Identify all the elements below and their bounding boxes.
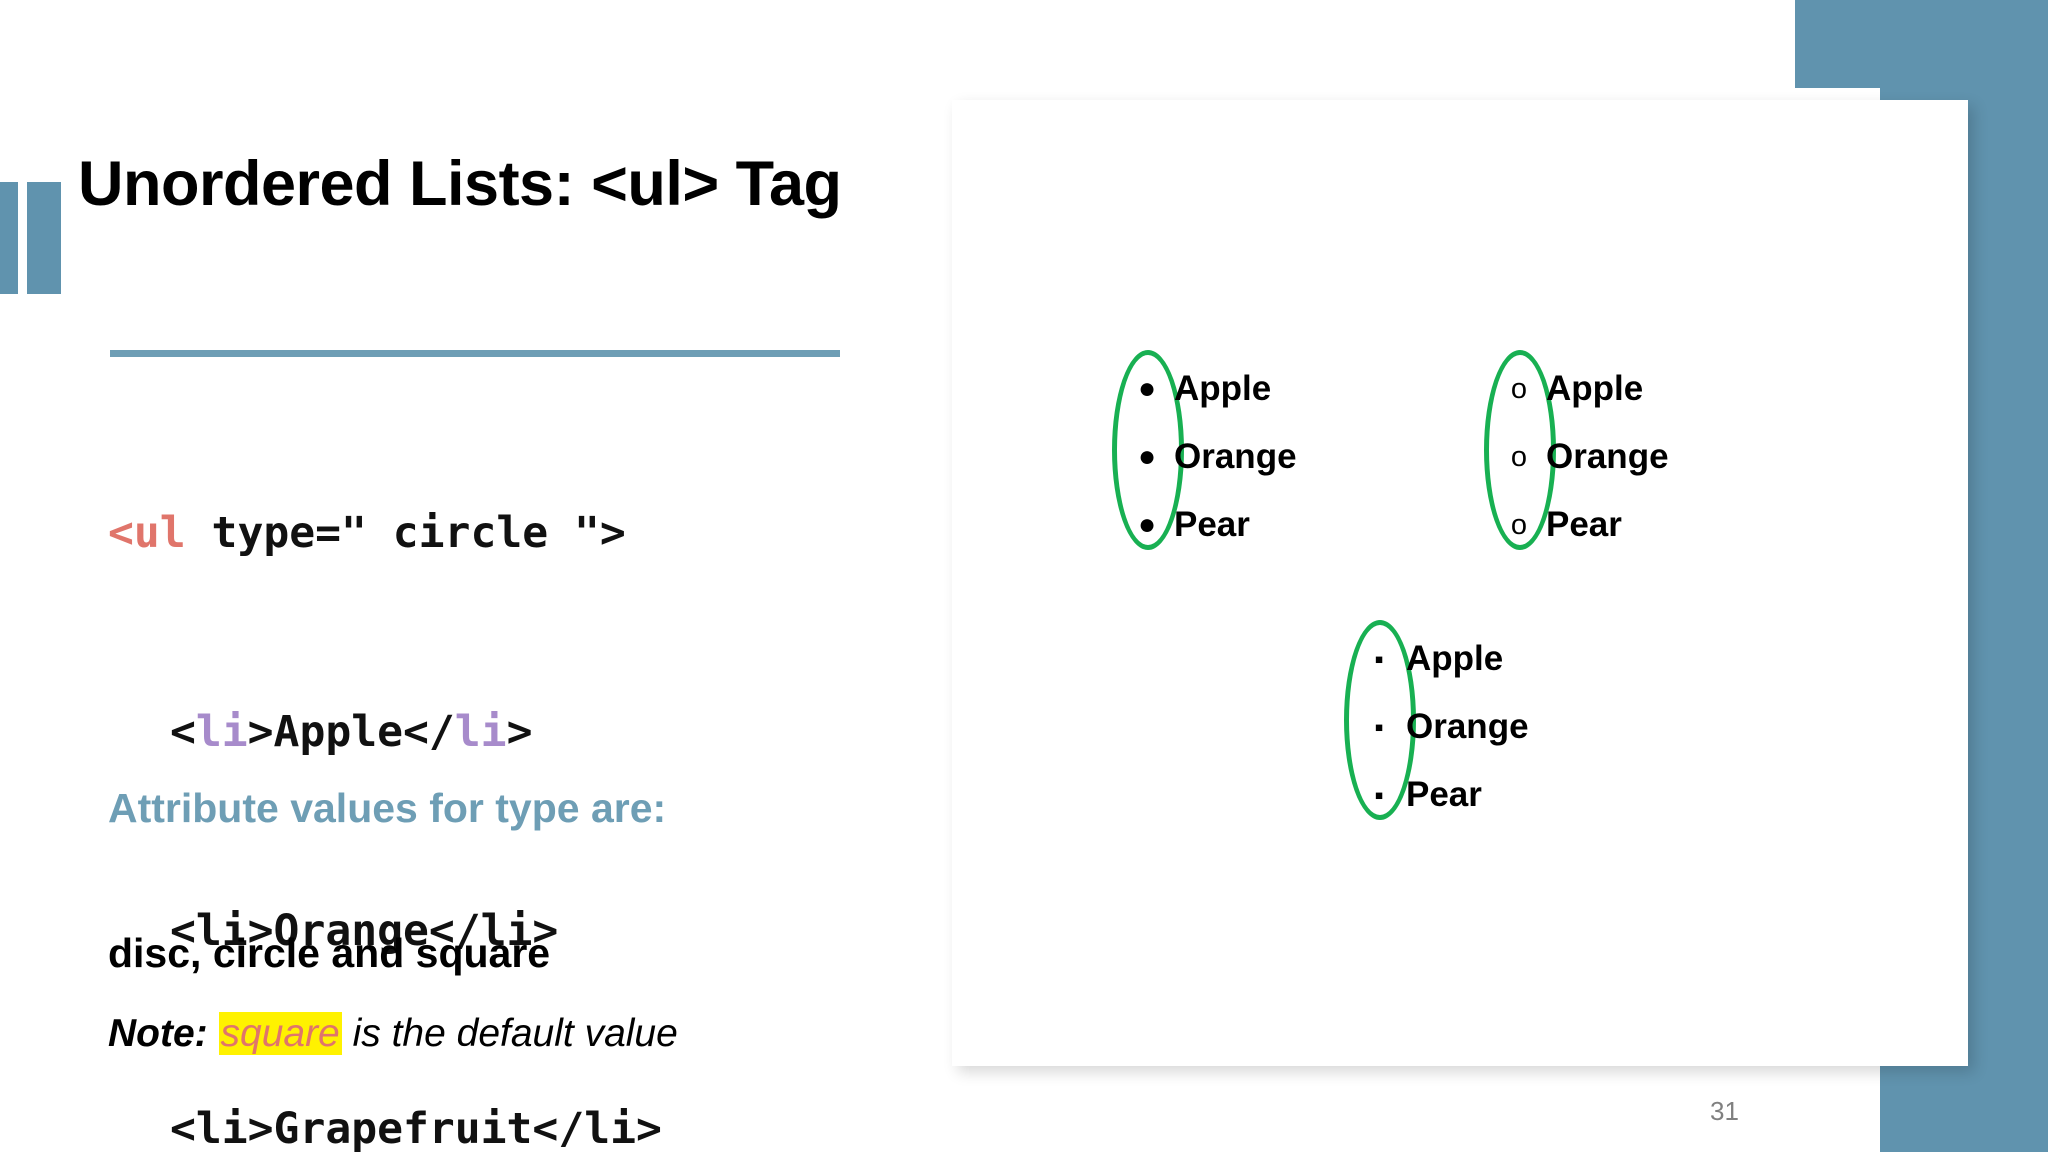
bullet-square-icon: ▪ bbox=[1374, 780, 1384, 810]
list-item: o Apple bbox=[1492, 360, 1669, 418]
code-line-3: <li>Orange</li> bbox=[170, 905, 559, 956]
list-item: o Pear bbox=[1492, 496, 1669, 554]
bullet-circle-icon: o bbox=[1510, 372, 1528, 405]
code-line-4: <li>Grapefruit</li> bbox=[170, 1104, 662, 1152]
bullet-circle-icon: o bbox=[1510, 508, 1528, 541]
code-token-attr: type=" circle "> bbox=[185, 508, 626, 559]
code-token-apple: >Apple</ bbox=[247, 707, 455, 758]
code-token-lt: < bbox=[170, 707, 196, 758]
title-accent-bar-1 bbox=[0, 182, 18, 294]
list-item: ▪ Pear bbox=[1352, 766, 1529, 824]
bullet-disc-icon: ● bbox=[1137, 508, 1157, 541]
bullet-disc-icon: ● bbox=[1137, 372, 1157, 405]
example-image-card: ● Apple ● Orange ● Pear o Apple o Orange bbox=[952, 100, 1968, 1066]
default-value-note: Note: square is the default value bbox=[108, 1012, 908, 1056]
list-item: o Orange bbox=[1492, 428, 1669, 486]
code-token-li-close: li bbox=[454, 707, 507, 758]
list-item-label: Apple bbox=[1546, 369, 1644, 408]
list-item: ● Pear bbox=[1120, 496, 1297, 554]
list-item: ● Apple bbox=[1120, 360, 1297, 418]
list-item-label: Apple bbox=[1406, 639, 1504, 678]
title-divider bbox=[110, 350, 840, 357]
code-token-gt: > bbox=[506, 707, 533, 758]
bullet-circle-icon: o bbox=[1510, 440, 1528, 473]
fruit-list-circle: o Apple o Orange o Pear bbox=[1484, 350, 1669, 554]
code-line-1: <ul type=" circle "> bbox=[108, 500, 948, 566]
note-remainder: is the default value bbox=[341, 1012, 678, 1055]
code-line-2: <li>Apple</li> bbox=[108, 699, 948, 765]
page-title: Unordered Lists: <ul> Tag bbox=[78, 149, 842, 219]
list-item-label: Orange bbox=[1174, 437, 1297, 476]
note-highlighted-term: square bbox=[218, 1012, 342, 1055]
decorative-blue-band-top bbox=[1795, 0, 1885, 88]
fruit-list-square: ▪ Apple ▪ Orange ▪ Pear bbox=[1344, 620, 1529, 824]
list-item-label: Pear bbox=[1406, 775, 1482, 814]
list-item: ▪ Apple bbox=[1352, 630, 1529, 688]
fruit-list-disc: ● Apple ● Orange ● Pear bbox=[1112, 350, 1297, 554]
bullet-disc-icon: ● bbox=[1137, 440, 1157, 473]
code-token-ul-open: <ul bbox=[108, 508, 186, 559]
list-item-label: Pear bbox=[1174, 505, 1250, 544]
title-accent-bar-2 bbox=[27, 182, 61, 294]
title-accent-bars bbox=[0, 182, 62, 294]
list-item-label: Apple bbox=[1174, 369, 1272, 408]
list-item-label: Pear bbox=[1546, 505, 1622, 544]
page-number: 31 bbox=[1710, 1096, 1739, 1126]
list-item-label: Orange bbox=[1406, 707, 1529, 746]
bullet-square-icon: ▪ bbox=[1374, 644, 1384, 674]
list-item-label: Orange bbox=[1546, 437, 1669, 476]
note-space bbox=[208, 1012, 219, 1055]
note-label: Note: bbox=[108, 1012, 208, 1055]
list-item: ● Orange bbox=[1120, 428, 1297, 486]
code-token-li-open: li bbox=[195, 707, 248, 758]
bullet-square-icon: ▪ bbox=[1374, 712, 1384, 742]
list-item: ▪ Orange bbox=[1352, 698, 1529, 756]
code-sample: <ul type=" circle "> <li>Apple</li> <li>… bbox=[108, 368, 948, 1152]
attribute-values-list: disc, circle and square bbox=[108, 930, 551, 976]
attribute-values-heading: Attribute values for type are: bbox=[108, 785, 667, 831]
